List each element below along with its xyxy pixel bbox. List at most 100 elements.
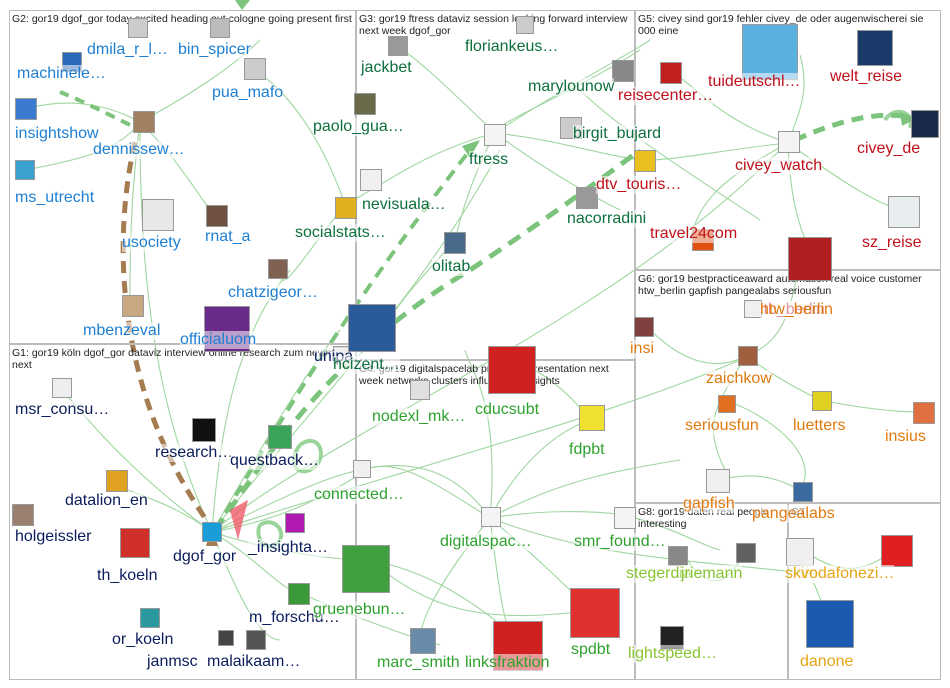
node-avatar (246, 630, 266, 650)
node-label: datalion_en (65, 492, 148, 510)
node-avatar (812, 391, 832, 411)
dashed-edge (212, 147, 642, 532)
node-label: civey_de (857, 140, 921, 158)
edge (489, 517, 821, 576)
node-avatar (857, 30, 893, 66)
edge (724, 399, 806, 491)
node-avatar (15, 98, 37, 120)
edge (139, 39, 261, 123)
node-label: gapfish (683, 495, 735, 513)
group-title-g1: G1: gor19 köln dgof_gor dataviz intervie… (12, 347, 338, 371)
edge (644, 142, 789, 161)
node-label: danone (800, 653, 854, 671)
node-label: connected… (314, 486, 404, 504)
dashed-edge (59, 90, 131, 127)
node-label: machinele… (17, 65, 106, 83)
node-label: olitab (432, 258, 471, 276)
node-avatar (285, 513, 305, 533)
node-label: reisecenter… (618, 87, 714, 105)
node-label: dennissew… (93, 141, 185, 159)
node-label: zaichkow (706, 370, 772, 388)
edge (344, 132, 496, 206)
node-label: mbenzeval (83, 322, 161, 340)
edge (211, 149, 781, 533)
node-avatar (614, 507, 636, 529)
node-label: birgit_bujard (573, 125, 662, 143)
node-avatar (206, 205, 228, 227)
node-label: socialstats… (295, 224, 386, 242)
node-avatar (12, 504, 34, 526)
node-avatar (706, 469, 730, 493)
node-avatar (15, 160, 35, 180)
node-avatar (579, 405, 605, 431)
node-avatar (268, 425, 292, 449)
node-avatar (192, 418, 216, 442)
node-avatar (488, 346, 536, 394)
edge (579, 89, 761, 221)
node-label: cducsubt (475, 401, 540, 419)
node-label: htw_berlin (760, 301, 833, 319)
node-avatar (484, 124, 506, 146)
node-avatar (444, 232, 466, 254)
node-avatar (718, 395, 736, 413)
node-label: pua_mafo (212, 84, 284, 102)
node-label: insius (885, 428, 926, 446)
node-avatar (576, 187, 598, 209)
edge (494, 132, 621, 211)
dashed-edge (213, 148, 472, 532)
edge (369, 559, 596, 617)
node-label: officialuom (180, 331, 257, 349)
node-avatar (612, 60, 634, 82)
node-label: research… (155, 444, 234, 462)
node-label: insi (630, 340, 655, 358)
node-label: ftress (469, 151, 509, 169)
node-label: fdpbt (569, 441, 605, 459)
node-label: luetters (793, 417, 846, 435)
node-avatar (888, 196, 920, 228)
node-label: insightshow (15, 125, 99, 143)
node-label: floriankeus… (465, 38, 559, 56)
node-label: welt_reise (830, 68, 903, 86)
node-label: rnat_a (205, 228, 251, 246)
node-avatar (660, 62, 682, 84)
node-avatar (570, 588, 620, 638)
node-avatar (342, 545, 390, 593)
node-label: dmila_r_l… (87, 41, 168, 59)
node-label: lightspeed… (628, 645, 717, 663)
edge (464, 349, 493, 519)
node-avatar (244, 58, 266, 80)
node-label: usociety (122, 234, 181, 252)
node-label: vodafonezi… (801, 565, 895, 583)
node-avatar (142, 199, 174, 231)
group-box-g7 (788, 503, 941, 680)
node-label: dgof_gor (173, 548, 237, 566)
node-avatar (122, 295, 144, 317)
node-avatar (353, 460, 371, 478)
node-avatar (881, 535, 913, 567)
node-label: gruenebun… (313, 601, 406, 619)
node-avatar (516, 16, 534, 34)
group-title-g3: G3: gor19 ftress dataviz session looking… (359, 13, 628, 37)
node-avatar (210, 18, 230, 38)
node-label: marylounow (528, 78, 615, 96)
node-avatar (738, 346, 758, 366)
node-label: jackbet (361, 59, 412, 77)
node-avatar (806, 600, 854, 648)
node-label: tuideutschl… (708, 73, 801, 91)
thick-edge-loop (883, 109, 913, 129)
node-avatar (736, 543, 756, 563)
node-label: sz_reise (862, 234, 922, 252)
edge (624, 514, 721, 551)
node-label: chatzigeor… (228, 284, 318, 302)
node-label: travel24com (650, 225, 738, 243)
node-avatar (481, 507, 501, 527)
node-label: msr_consu… (15, 401, 110, 419)
node-avatar (388, 36, 408, 56)
arrowhead (235, 0, 250, 10)
node-avatar (778, 131, 800, 153)
node-avatar (288, 583, 310, 605)
edge (489, 511, 626, 519)
node-label: jriemann (681, 565, 743, 583)
node-label: smr_found… (574, 533, 666, 551)
node-avatar (354, 93, 376, 115)
